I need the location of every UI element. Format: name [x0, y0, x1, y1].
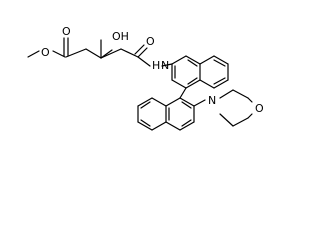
bond-biaryl: [179, 87, 187, 99]
bond-methyl-o: [27, 50, 40, 58]
chemical-structure-diagram: O O OH O H N N O: [27, 25, 264, 131]
atom-morpholine-n: N: [208, 94, 216, 107]
bond-nl-10: [137, 121, 153, 131]
bond-mo-5: [232, 117, 249, 127]
bond-nu-11: [199, 79, 215, 89]
ester-chain: [27, 37, 151, 67]
upper-naphthalene: [171, 55, 229, 89]
atom-hydroxyl: OH: [112, 30, 129, 43]
bond-nu-d1: [187, 59, 198, 67]
bond-nl-8: [137, 97, 153, 107]
bond-naph-morph-n: [193, 99, 206, 107]
bond-nl-6: [165, 97, 181, 107]
bond-nu-2: [185, 55, 201, 65]
bond-nl-d4: [140, 101, 151, 109]
bond-nl-7: [151, 97, 167, 107]
bond-nu-10: [213, 79, 229, 89]
bond-ester-c-ch2: [65, 48, 87, 58]
atom-amide-h: H: [152, 59, 160, 72]
bond-amide-c-n: [137, 56, 151, 67]
bond-mo-4: [247, 113, 253, 119]
bond-nu-4: [185, 79, 201, 89]
bond-nl-d1: [181, 101, 192, 109]
bond-nu-1: [171, 55, 187, 65]
bond-nl-11: [151, 121, 167, 131]
bond-cq-ch2b: [100, 48, 122, 59]
bond-amide-co-1: [137, 47, 148, 58]
atom-amide-o: O: [146, 35, 155, 48]
bond-nl-3: [179, 121, 195, 131]
atom-morpholine-o: O: [255, 102, 264, 115]
bond-mo-1: [219, 89, 234, 99]
bond-nl-4: [165, 121, 181, 131]
bond-nu-d5: [213, 77, 226, 85]
bond-o-ester-c: [52, 50, 66, 58]
structure-svg: O O OH O H N N O: [27, 25, 264, 131]
bond-nu-5: [171, 79, 187, 89]
morpholine-ring: [219, 89, 253, 127]
bond-nl-d2: [181, 119, 192, 127]
bond-nu-d4: [213, 59, 226, 67]
bond-mo-6: [219, 113, 234, 127]
bond-n-naph: [161, 63, 173, 67]
bond-ch2-cq: [85, 48, 102, 59]
bond-mo-2: [232, 89, 249, 99]
bond-ch2b-amide-c: [120, 48, 139, 58]
lower-naphthalene: [137, 97, 195, 131]
bond-amide-co-2: [134, 44, 145, 55]
atom-ester-o-single: O: [41, 46, 50, 59]
bond-nl-1: [179, 97, 195, 107]
bond-nu-8: [213, 55, 229, 65]
bond-nu-7: [199, 55, 215, 65]
bond-nu-d3: [187, 77, 198, 85]
bond-nl-d5: [140, 119, 151, 127]
atom-amide-n: N: [161, 59, 169, 72]
atom-ester-o-double: O: [62, 25, 71, 38]
bond-mo-3: [247, 97, 253, 103]
